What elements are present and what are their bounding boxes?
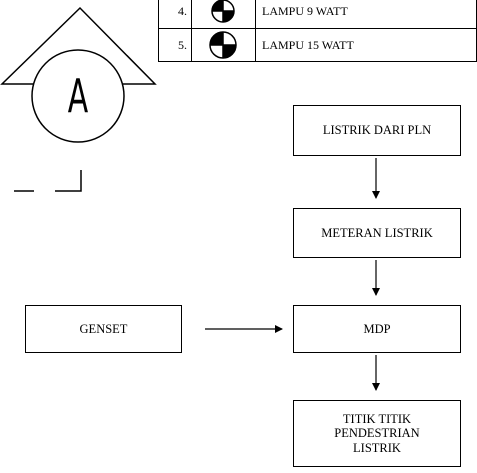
legend-column-divider xyxy=(255,0,256,62)
mdp-box: MDP xyxy=(293,305,461,353)
legend-table: 4. LAMPU 9 WATT 5. LAMPU 15 WATT xyxy=(158,0,477,62)
titik-label-line2: PENDESTRIAN xyxy=(334,426,420,441)
lamp-9w-symbol-icon xyxy=(191,0,255,28)
titik-label-line3: LISTRIK xyxy=(353,440,401,455)
legend-row: 4. LAMPU 9 WATT xyxy=(159,0,476,28)
genset-label: GENSET xyxy=(79,321,128,336)
legend-column-divider xyxy=(191,0,192,62)
listrik-pln-box: LISTRIK DARI PLN xyxy=(293,105,461,156)
titik-pendestrian-box: TITIK TITIK PENDESTRIAN LISTRIK xyxy=(293,400,461,467)
section-marker-icon xyxy=(0,0,160,200)
legend-row-number: 5. xyxy=(178,37,187,52)
titik-label-line1: TITIK TITIK xyxy=(342,411,412,426)
section-marker-letter: A xyxy=(67,69,89,123)
mdp-label: MDP xyxy=(363,321,391,336)
legend-row-number: 4. xyxy=(178,3,187,18)
genset-box: GENSET xyxy=(25,305,182,353)
meteran-listrik-box: METERAN LISTRIK xyxy=(293,208,461,258)
legend-row-divider xyxy=(159,28,476,29)
listrik-pln-label: LISTRIK DARI PLN xyxy=(322,123,432,138)
legend-row: 5. LAMPU 15 WATT xyxy=(159,28,476,62)
legend-row-label: LAMPU 15 WATT xyxy=(262,37,354,52)
lamp-15w-symbol-icon xyxy=(191,28,255,62)
legend-row-label: LAMPU 9 WATT xyxy=(262,3,348,18)
meteran-listrik-label: METERAN LISTRIK xyxy=(321,225,433,240)
